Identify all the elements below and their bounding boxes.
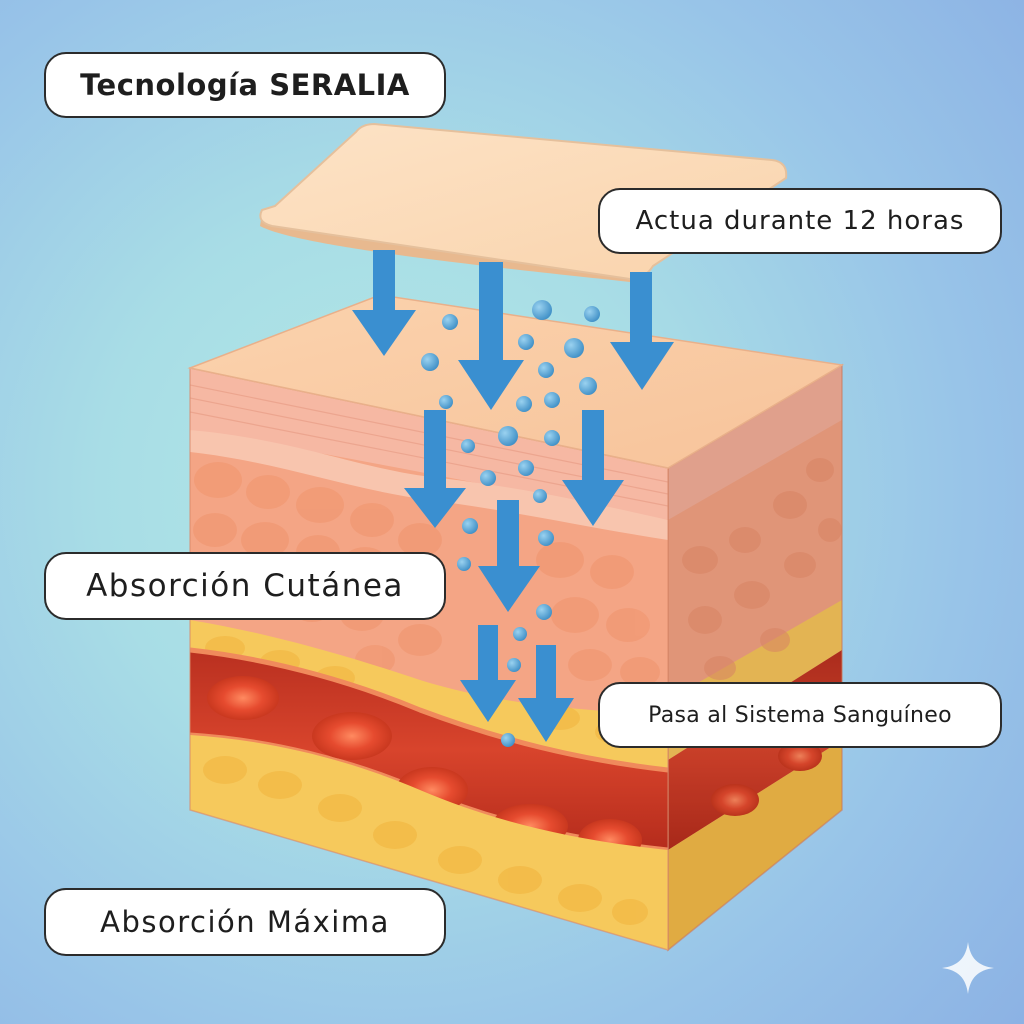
skin-block-side (668, 365, 842, 950)
down-arrow-icon (460, 625, 516, 722)
active-droplets (421, 300, 600, 747)
blood-vessel (190, 650, 668, 850)
down-arrow-icon (352, 250, 416, 356)
maximum-absorption-label: Absorción Máxima (44, 888, 446, 956)
title-label: Tecnología SERALIA (44, 52, 446, 118)
bloodstream-label: Pasa al Sistema Sanguíneo (598, 682, 1002, 748)
down-arrow-icon (478, 500, 540, 612)
down-arrow-icon (518, 645, 574, 742)
cutaneous-absorption-label: Absorción Cutánea (44, 552, 446, 620)
down-arrow-icon (458, 262, 524, 410)
sparkle-icon (942, 942, 994, 994)
duration-label: Actua durante 12 horas (598, 188, 1002, 254)
down-arrow-icon (404, 410, 466, 528)
down-arrow-icon (562, 410, 624, 526)
absorption-arrows (352, 250, 674, 742)
down-arrow-icon (610, 272, 674, 390)
